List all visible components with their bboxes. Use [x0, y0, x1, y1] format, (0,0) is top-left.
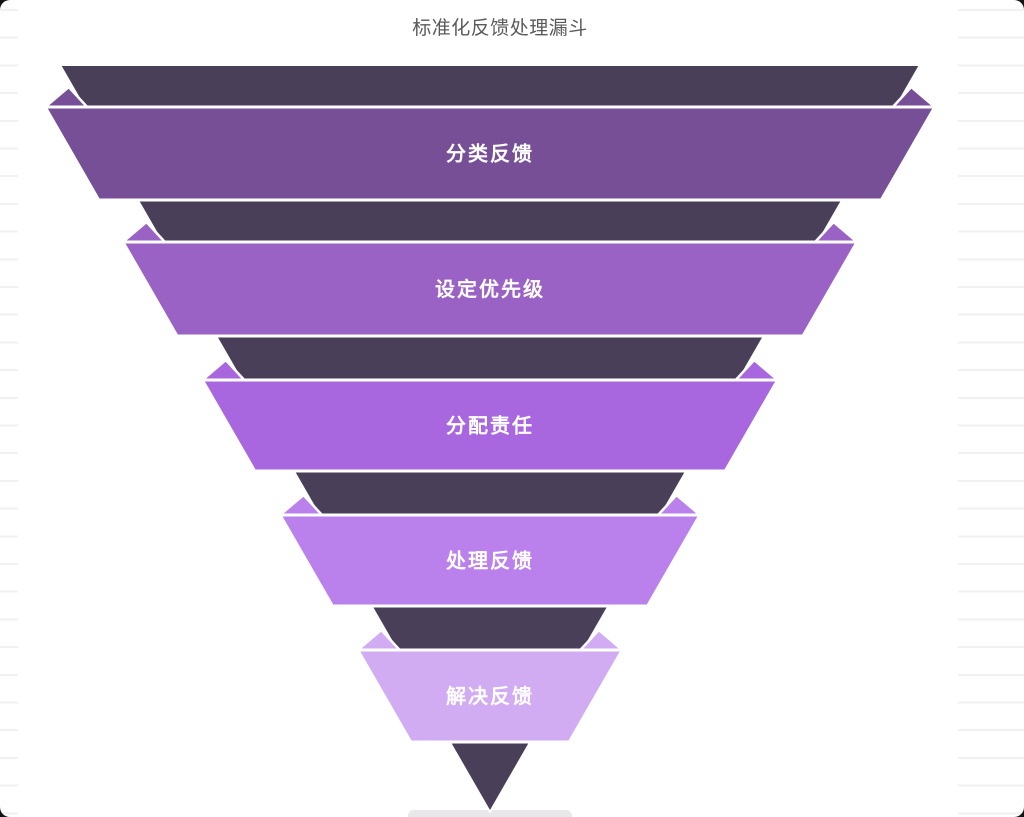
- funnel-stage-label: 解决反馈: [446, 684, 534, 708]
- funnel-stage-label: 分类反馈: [446, 142, 534, 166]
- funnel-stage-ribbon: [120, 240, 860, 338]
- chart-title: 标准化反馈处理漏斗: [412, 18, 588, 39]
- funnel-stage-ribbon: [277, 513, 703, 608]
- funnel-stage-label: 处理反馈: [445, 549, 534, 573]
- funnel-stage-ribbon: [355, 648, 625, 744]
- funnel-stage-label: 设定优先级: [435, 277, 545, 301]
- funnel-stage-label: 分配责任: [446, 414, 534, 438]
- funnel-stage-ribbon: [42, 105, 938, 202]
- funnel-stage-ribbon: [199, 378, 781, 473]
